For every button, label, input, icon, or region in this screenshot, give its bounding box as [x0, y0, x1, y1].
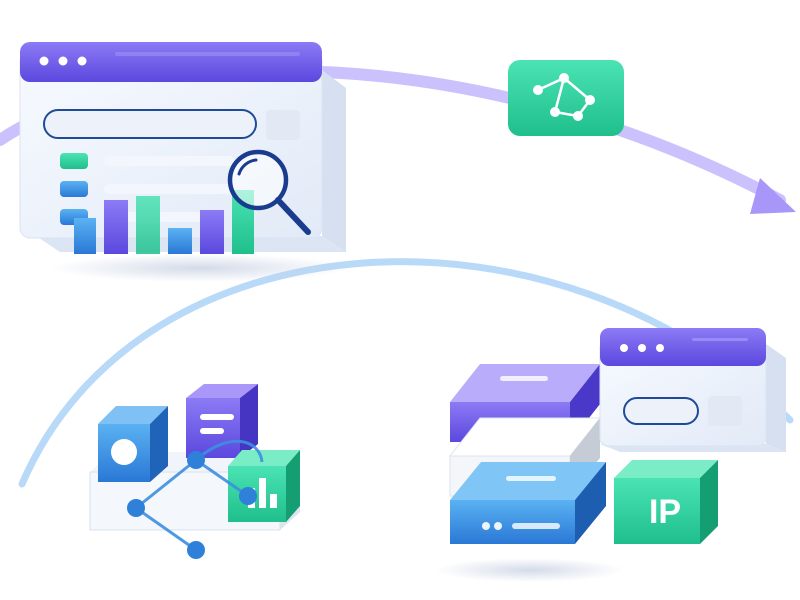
shadow — [435, 558, 625, 582]
window-dot — [58, 56, 68, 66]
server-stack-icon — [448, 364, 606, 544]
blue-cube-icon — [98, 406, 168, 482]
window-dot — [39, 56, 49, 66]
window-title-bar — [600, 328, 766, 366]
search-button-shape — [266, 110, 300, 140]
window-dot — [620, 344, 628, 352]
network-node — [127, 499, 145, 517]
network-node-icon — [508, 60, 624, 136]
browser-window-icon — [19, 42, 346, 254]
ip-cube-icon: IP — [614, 460, 718, 544]
network-node — [187, 541, 205, 559]
data-cubes-cluster — [89, 384, 300, 559]
input-field-shape — [623, 397, 699, 425]
ip-label: IP — [649, 493, 681, 531]
search-field-shape — [43, 109, 257, 139]
bar-chart-icon — [74, 190, 254, 254]
window-dot — [656, 344, 664, 352]
window-dot — [77, 56, 87, 66]
magnifier-icon — [227, 149, 311, 235]
network-node — [239, 487, 257, 505]
window-dot — [638, 344, 646, 352]
chart-cube-icon — [228, 450, 300, 522]
network-node — [187, 451, 205, 469]
shadow — [50, 254, 350, 282]
small-window-icon — [599, 328, 786, 452]
document-cube-icon — [186, 384, 258, 458]
